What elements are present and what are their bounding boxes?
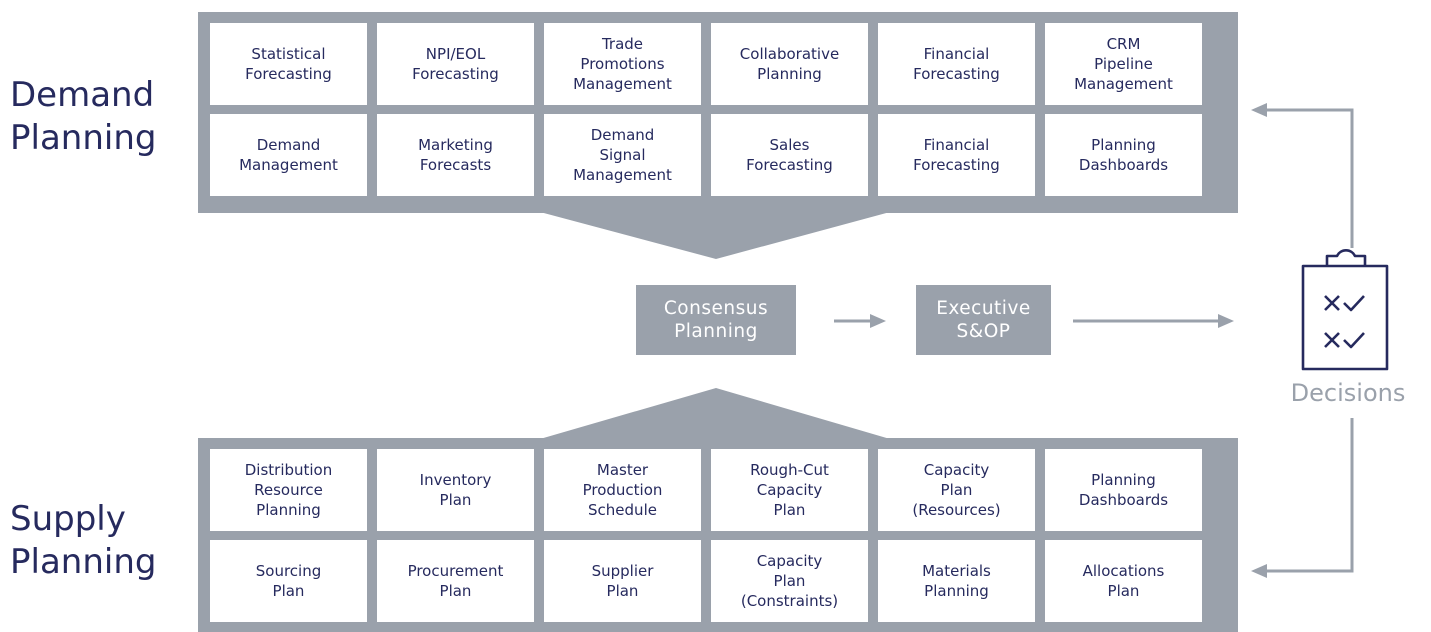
supply-cell: Capacity Plan (Resources): [878, 449, 1035, 531]
supply-cell: Procurement Plan: [377, 540, 534, 622]
demand-cell: Marketing Forecasts: [377, 114, 534, 196]
demand-cell: Collaborative Planning: [711, 23, 868, 105]
supply-cell: Capacity Plan (Constraints): [711, 540, 868, 622]
demand-title-line2: Planning: [10, 118, 157, 158]
clipboard-checklist-icon: [1301, 249, 1389, 371]
demand-planning-title: Demand Planning: [10, 74, 156, 160]
arrow-consensus-to-executive: [834, 314, 886, 328]
supply-cell: Supplier Plan: [544, 540, 701, 622]
supply-planning-panel: Distribution Resource Planning Inventory…: [198, 438, 1238, 632]
supply-cell: Master Production Schedule: [544, 449, 701, 531]
supply-cell: Sourcing Plan: [210, 540, 367, 622]
demand-cell: Planning Dashboards: [1045, 114, 1202, 196]
supply-cell: Materials Planning: [878, 540, 1035, 622]
demand-funnel-wedge: [540, 212, 890, 259]
feedback-arrow-to-supply: [1251, 418, 1354, 578]
demand-cell: Financial Forecasting: [878, 23, 1035, 105]
supply-cell: Planning Dashboards: [1045, 449, 1202, 531]
demand-cell: Demand Management: [210, 114, 367, 196]
supply-cell: Allocations Plan: [1045, 540, 1202, 622]
decisions-label: Decisions: [1290, 379, 1406, 407]
demand-cell: NPI/EOL Forecasting: [377, 23, 534, 105]
supply-cell: Distribution Resource Planning: [210, 449, 367, 531]
supply-cell: Inventory Plan: [377, 449, 534, 531]
demand-cell: Financial Forecasting: [878, 114, 1035, 196]
supply-planning-title: Supply Planning: [10, 498, 156, 584]
consensus-planning-box: Consensus Planning: [636, 285, 796, 355]
supply-title-line1: Supply: [10, 499, 126, 539]
demand-cell: CRM Pipeline Management: [1045, 23, 1202, 105]
feedback-arrow-to-demand: [1251, 103, 1354, 248]
demand-cell: Statistical Forecasting: [210, 23, 367, 105]
demand-cell: Demand Signal Management: [544, 114, 701, 196]
demand-grid: Statistical Forecasting NPI/EOL Forecast…: [210, 23, 1202, 196]
demand-planning-panel: Statistical Forecasting NPI/EOL Forecast…: [198, 12, 1238, 213]
demand-cell: Sales Forecasting: [711, 114, 868, 196]
arrow-executive-to-decisions: [1073, 314, 1234, 328]
executive-sop-box: Executive S&OP: [916, 285, 1051, 355]
supply-title-line2: Planning: [10, 542, 157, 582]
supply-cell: Rough-Cut Capacity Plan: [711, 449, 868, 531]
demand-cell: Trade Promotions Management: [544, 23, 701, 105]
supply-funnel-wedge: [540, 388, 890, 439]
demand-title-line1: Demand: [10, 75, 155, 115]
supply-grid: Distribution Resource Planning Inventory…: [210, 449, 1202, 622]
